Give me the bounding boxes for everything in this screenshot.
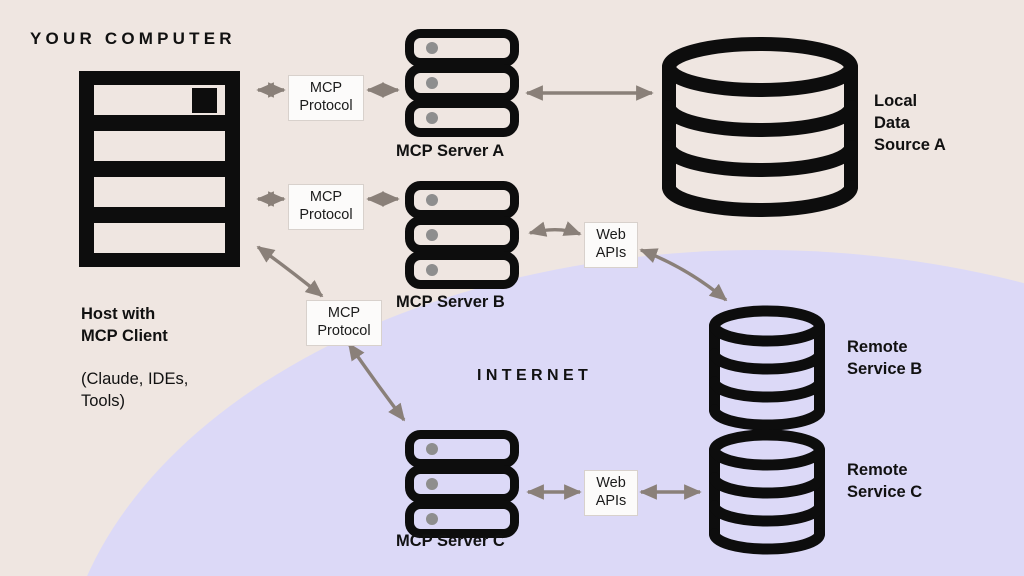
- local-data-source-a-label: Local Data Source A: [874, 92, 946, 154]
- connector-server-b-remote-b-left: [528, 221, 582, 237]
- edge-label-mcp-protocol-server-b: MCP Protocol: [288, 184, 364, 231]
- host-label: Host with MCP Client (Claude, IDEs, Tool…: [81, 282, 188, 413]
- host-icon-bar-4: [94, 223, 225, 253]
- mcp-server-b-icon[interactable]: [404, 181, 520, 289]
- edge-label-web-apis-remote-c: Web APIs: [584, 470, 638, 517]
- internet-zone-title: INTERNET: [477, 367, 593, 384]
- edge-label-mcp-protocol-server-a: MCP Protocol: [288, 75, 364, 122]
- host-icon-bar-3: [94, 177, 225, 207]
- host-icon-bar-1: [94, 85, 225, 115]
- your-computer-zone-title: YOUR COMPUTER: [30, 29, 236, 48]
- remote-service-b-label: Remote Service B: [847, 338, 923, 378]
- host-label-subtitle: (Claude, IDEs, Tools): [81, 370, 189, 410]
- host-indicator-square-icon: [192, 88, 217, 113]
- connector-host-server-c-upper: [256, 245, 324, 298]
- remote-service-c-icon[interactable]: [708, 428, 826, 556]
- connector-host-server-c-lower: [347, 342, 406, 422]
- mcp-server-c-label: MCP Server C: [396, 532, 505, 550]
- remote-service-b-icon[interactable]: [708, 304, 826, 432]
- mcp-server-b-label: MCP Server B: [396, 293, 505, 311]
- mcp-server-a-label: MCP Server A: [396, 142, 505, 160]
- connector-server-b-remote-b-right: [639, 248, 728, 302]
- host-icon-bar-2: [94, 131, 225, 161]
- local-data-source-a-icon[interactable]: [661, 36, 859, 218]
- mcp-server-c-icon[interactable]: [404, 430, 520, 538]
- mcp-server-a-icon[interactable]: [404, 29, 520, 137]
- edge-label-mcp-protocol-server-c: MCP Protocol: [306, 300, 382, 347]
- remote-service-c-label: Remote Service C: [847, 461, 923, 501]
- host-computer-icon[interactable]: [79, 71, 240, 267]
- edge-label-web-apis-remote-b: Web APIs: [584, 222, 638, 269]
- host-label-title: Host with MCP Client: [81, 304, 168, 345]
